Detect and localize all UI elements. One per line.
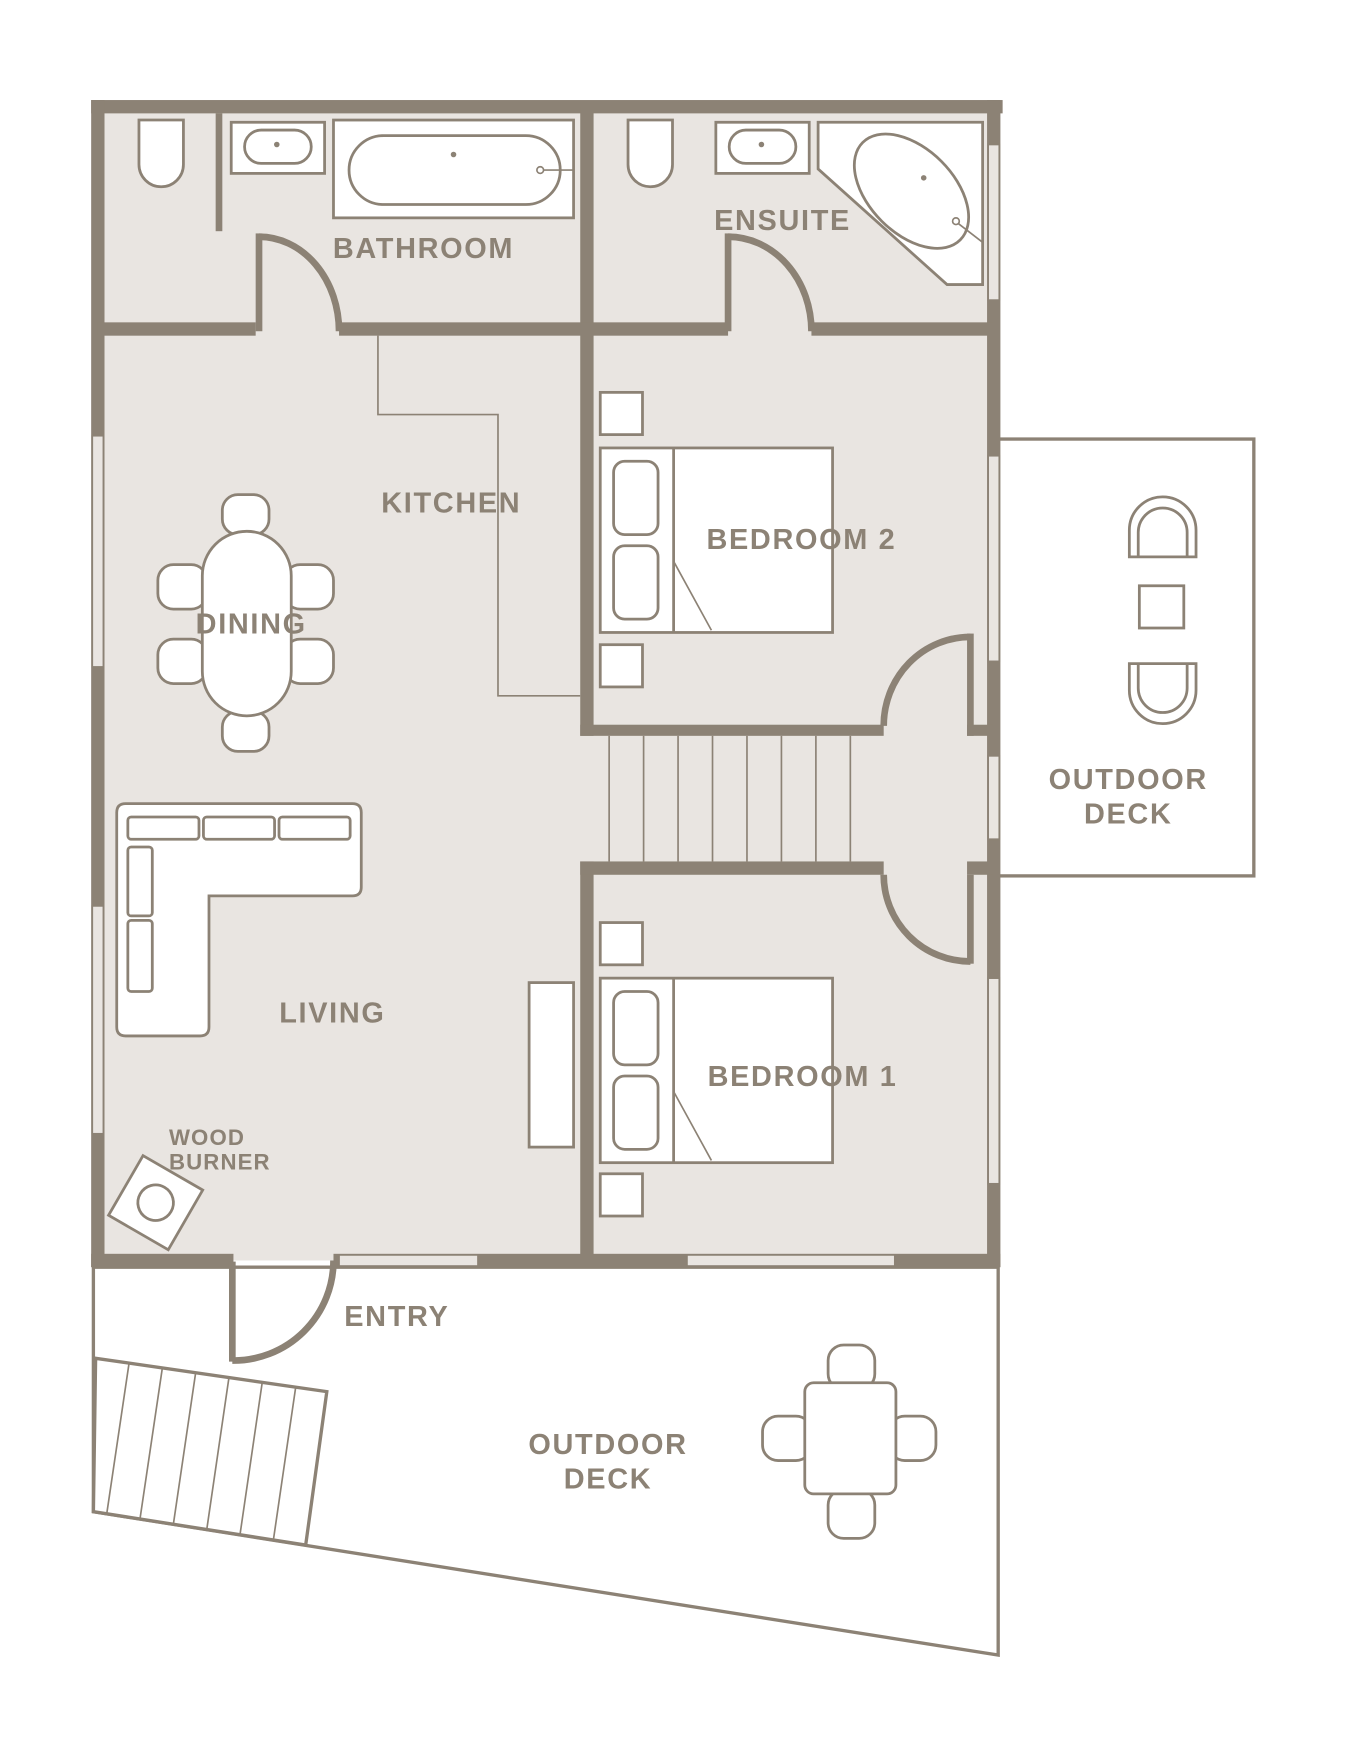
- ensuite-toilet-icon: [626, 118, 674, 189]
- label-front-deck-1: OUTDOOR: [528, 1429, 687, 1461]
- side-outdoor-deck: [996, 437, 1256, 878]
- ensuite-basin-icon: [714, 120, 811, 175]
- label-kitchen: KITCHEN: [381, 487, 521, 519]
- deck-chairs-icon: [1127, 495, 1198, 725]
- bed-icon-bedroom1: [598, 921, 834, 1218]
- outdoor-table-icon: [761, 1343, 938, 1540]
- ensuite-door: [728, 233, 815, 332]
- front-outdoor-deck: [91, 1265, 1000, 1658]
- bathtub-icon: [332, 118, 575, 220]
- corner-bath-icon: [816, 120, 985, 286]
- label-living: LIVING: [279, 998, 385, 1030]
- entry-door: [232, 1260, 337, 1364]
- interior-stairs: [608, 735, 852, 862]
- label-wood-burner-1: WOOD: [169, 1125, 245, 1150]
- label-bedroom-2: BEDROOM 2: [706, 524, 896, 556]
- label-dining: DINING: [196, 609, 307, 641]
- tv-cabinet: [527, 981, 575, 1149]
- wood-burner-icon: [106, 1153, 205, 1252]
- label-entry: ENTRY: [344, 1301, 449, 1333]
- label-wood-burner-2: BURNER: [169, 1149, 271, 1174]
- deck-stairs: [91, 1356, 329, 1547]
- bedroom1-door: [880, 874, 971, 965]
- bedroom2-door: [880, 633, 971, 726]
- bed-icon-bedroom2: [598, 390, 834, 689]
- basin-icon: [229, 120, 326, 175]
- dining-table-icon: [156, 493, 335, 753]
- label-ensuite: ENSUITE: [714, 205, 851, 237]
- label-side-deck-2: DECK: [1084, 799, 1173, 831]
- sofa-icon: [115, 802, 363, 1038]
- doors: [232, 233, 971, 1364]
- bathroom-door: [258, 233, 343, 332]
- kitchen-counter: [377, 335, 581, 697]
- label-front-deck-2: DECK: [564, 1463, 653, 1495]
- toilet-icon: [137, 118, 185, 189]
- windows: [91, 143, 1001, 1267]
- label-bedroom-1: BEDROOM 1: [708, 1061, 898, 1093]
- label-side-deck-1: OUTDOOR: [1049, 764, 1208, 796]
- label-bathroom: BATHROOM: [333, 233, 514, 265]
